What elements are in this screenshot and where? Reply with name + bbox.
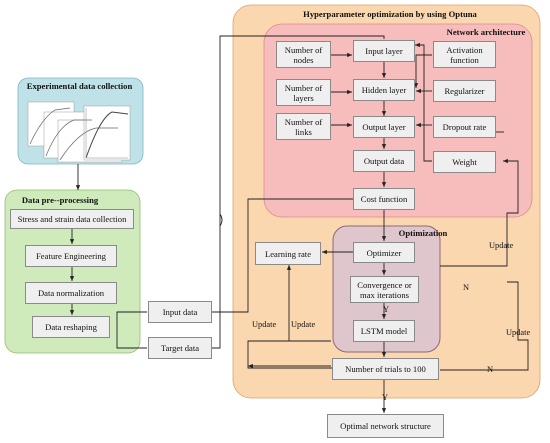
target-data-box: Target data — [148, 337, 212, 359]
line-crossing-arc — [219, 213, 223, 227]
number-of-links-box: Number of links — [276, 113, 331, 140]
stress-strain-plots — [27, 101, 131, 163]
data-normalization-box: Data normalization — [25, 282, 117, 304]
learning-rate-box: Learning rate — [255, 242, 321, 265]
network-architecture-title: Network architecture — [446, 27, 526, 37]
cost-function-box: Cost function — [353, 188, 415, 210]
optuna-title: Hyperparameter optimization by using Opt… — [303, 9, 477, 19]
weight-box: Weight — [433, 151, 496, 173]
y-label-convergence: Y — [383, 305, 390, 314]
preprocessing-container — [4, 189, 141, 354]
number-of-nodes-box: Number of nodes — [276, 41, 331, 68]
regularizer-box: Regularizer — [433, 80, 496, 102]
input-data-box: Input data — [148, 301, 212, 323]
update-label-weight: Update — [489, 241, 514, 250]
n-label-trials: N — [487, 365, 494, 374]
number-of-trials-box: Number of trials to 100 — [332, 358, 439, 380]
optimizer-box: Optimizer — [353, 242, 415, 263]
number-of-layers-box: Number of layers — [276, 79, 331, 106]
output-layer-box: Output layer — [353, 116, 415, 138]
optimization-title: Optimization — [398, 228, 448, 238]
update-label-right: Update — [506, 328, 531, 337]
lstm-model-box: LSTM model — [353, 320, 415, 342]
dropout-rate-box: Dropout rate — [433, 116, 496, 138]
output-data-box: Output data — [353, 150, 415, 172]
experimental-title: Experimental data collection — [26, 81, 133, 91]
y-label-trials: Y — [382, 393, 389, 402]
hidden-layer-box: Hidden layer — [353, 79, 415, 101]
update-label-learning-rate: Update — [291, 320, 316, 329]
optimal-network-structure-box: Optimal network structure — [327, 414, 444, 438]
connector-lines — [116, 35, 529, 371]
activation-function-box: Activation function — [433, 41, 496, 68]
data-reshaping-box: Data reshaping — [32, 316, 110, 338]
update-label-left: Update — [252, 320, 277, 329]
n-label-convergence: N — [463, 283, 470, 292]
feature-engineering-box: Feature Engineering — [25, 245, 117, 267]
stress-strain-collection-box: Stress and strain data collection — [10, 209, 134, 229]
input-layer-box: Input layer — [353, 40, 415, 62]
convergence-box: Convergence or max iterations — [350, 276, 419, 303]
preprocessing-title: Data pre--processing — [21, 195, 99, 205]
arrows — [69, 42, 519, 413]
